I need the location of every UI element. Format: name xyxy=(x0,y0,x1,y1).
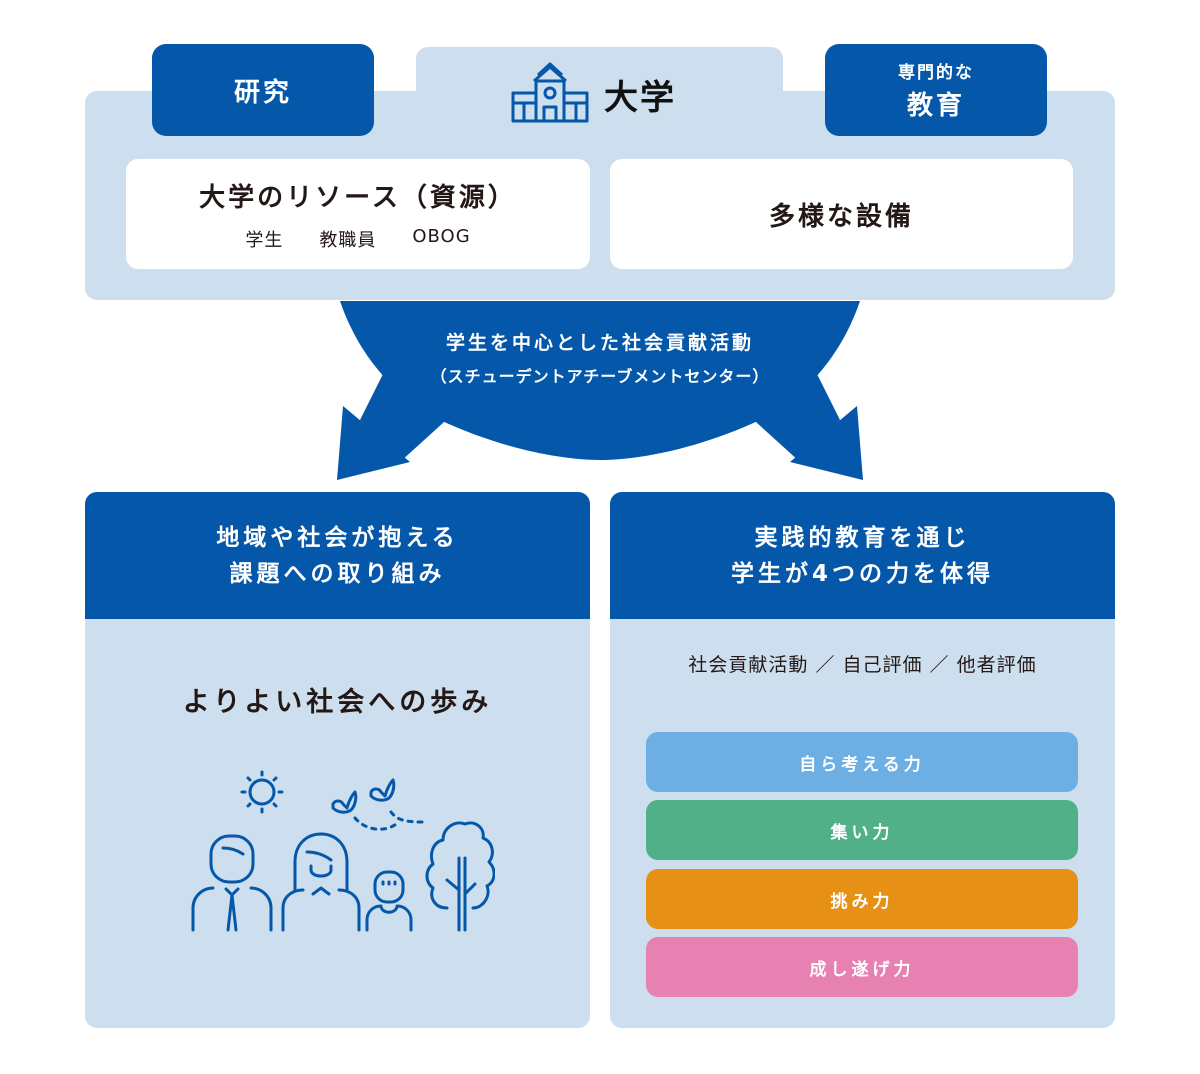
power-label: 自ら考える力 xyxy=(799,754,925,775)
left-arrow-head xyxy=(337,406,410,480)
resource-item-students: 学生 xyxy=(245,229,284,251)
activity-arc xyxy=(340,301,860,460)
right-arrow-shaft xyxy=(745,356,840,462)
center-activity-title: 学生を中心とした社会貢献活動 xyxy=(445,332,754,354)
resource-item-alumni: OBOG xyxy=(412,225,471,247)
research-label: 研究 xyxy=(233,77,292,108)
people-nature-illustration xyxy=(185,762,496,936)
tree-icon xyxy=(425,821,496,932)
education-label-line1: 専門的な xyxy=(898,63,974,83)
university-title: 大学 xyxy=(510,62,676,126)
specialized-education-tab: 専門的な 教育 xyxy=(825,44,1047,136)
evaluation-methods-text: 社会貢献活動 ／ 自己評価 ／ 他者評価 xyxy=(688,654,1037,676)
sun-icon xyxy=(240,770,284,814)
man-figure-icon xyxy=(191,834,273,932)
power-accomplishing: 成し遂げ力 xyxy=(646,937,1078,997)
practical-education-panel: 実践的教育を通じ 学生が4つの力を体得 社会貢献活動 ／ 自己評価 ／ 他者評価… xyxy=(610,492,1115,1028)
power-challenging: 挑み力 xyxy=(646,869,1078,929)
resources-items: 学生 教職員 OBOG xyxy=(245,226,470,252)
community-issues-header-line2: 課題への取り組み xyxy=(229,560,446,587)
power-label: 成し遂げ力 xyxy=(809,959,915,980)
facilities-title: 多様な設備 xyxy=(768,201,914,232)
practical-education-header: 実践的教育を通じ 学生が4つの力を体得 xyxy=(610,492,1115,619)
university-title-tab xyxy=(416,47,783,107)
power-label: 挑み力 xyxy=(830,891,894,912)
university-title-text: 大学 xyxy=(604,77,676,118)
left-arrow-shaft xyxy=(360,356,455,462)
power-think-independently: 自ら考える力 xyxy=(646,732,1078,792)
practical-education-header-line1: 実践的教育を通じ xyxy=(754,524,971,551)
research-tab: 研究 xyxy=(152,44,374,136)
power-label: 集い力 xyxy=(830,822,894,843)
right-arrow-head xyxy=(790,406,863,480)
child-figure-icon xyxy=(365,870,413,932)
center-activity-label: 学生を中心とした社会貢献活動 （スチューデントアチーブメントセンター） xyxy=(350,328,850,387)
facilities-card: 多様な設備 xyxy=(610,159,1073,269)
community-issues-header-line1: 地域や社会が抱える xyxy=(216,524,459,551)
resource-item-staff: 教職員 xyxy=(319,229,377,251)
education-label-line2: 教育 xyxy=(906,91,965,121)
resources-title: 大学のリソース（資源） xyxy=(199,182,517,213)
bird-icon xyxy=(331,778,396,814)
community-issues-panel: 地域や社会が抱える 課題への取り組み よりよい社会への歩み xyxy=(85,492,590,1028)
resources-card: 大学のリソース（資源） 学生 教職員 OBOG xyxy=(126,159,590,269)
school-building-icon xyxy=(510,61,590,127)
woman-figure-icon xyxy=(281,832,361,932)
better-society-text: よりよい社会への歩み xyxy=(182,687,493,718)
center-activity-subtitle: （スチューデントアチーブメントセンター） xyxy=(430,367,770,386)
flight-path xyxy=(353,810,425,831)
practical-education-header-line2: 学生が4つの力を体得 xyxy=(730,560,994,587)
power-gathering: 集い力 xyxy=(646,800,1078,860)
community-issues-header: 地域や社会が抱える 課題への取り組み xyxy=(85,492,590,619)
